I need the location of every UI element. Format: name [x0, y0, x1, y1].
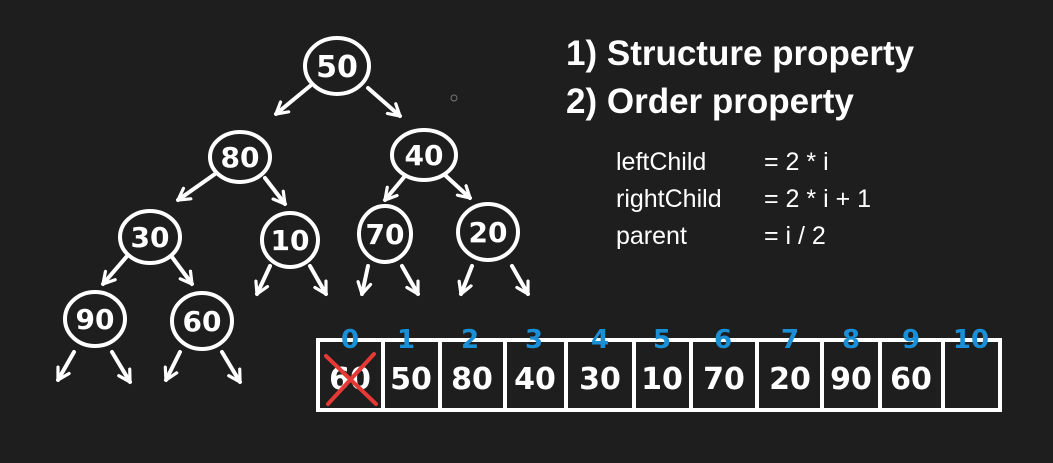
edge-40-20: [444, 174, 472, 200]
tree-nodes: 50 80 40 30 10 70 20 90: [63, 36, 520, 351]
formula-expression: = 2 * i + 1: [764, 185, 872, 213]
tree-node: 80: [208, 130, 272, 184]
array-value: 20: [769, 362, 811, 397]
tree-node: 30: [118, 209, 182, 265]
stray-dot: [450, 94, 458, 102]
formula-parent: parent = i / 2: [616, 218, 871, 255]
stub-10-right: [308, 264, 328, 296]
tree-node: 20: [456, 202, 520, 262]
stub-20-right: [510, 264, 530, 296]
node-label: 80: [221, 141, 260, 174]
array-index: 2: [461, 325, 479, 355]
edge-80-30: [176, 172, 217, 202]
formula-name: leftChild: [616, 148, 707, 176]
tree-node: 60: [170, 291, 234, 351]
edge-80-10: [263, 176, 287, 206]
edge-30-60: [170, 255, 194, 286]
node-label: 70: [366, 218, 405, 251]
node-label: 50: [316, 50, 358, 85]
property-order: 2) Order property: [566, 82, 854, 121]
array-index: 7: [781, 325, 799, 355]
stub-70-right: [400, 264, 420, 296]
properties-list: 1) Structure property 2) Order property: [566, 30, 914, 126]
array-index: 0: [341, 325, 359, 355]
array-index: 5: [653, 325, 671, 355]
array-outline: [316, 338, 1002, 412]
stub-60-left: [163, 350, 182, 382]
stub-90-right: [110, 350, 132, 384]
formula-name: rightChild: [616, 185, 722, 213]
stub-70-left: [356, 264, 373, 296]
edge-50-80: [274, 84, 312, 116]
node-label: 10: [271, 224, 310, 257]
tree-node: 70: [357, 204, 413, 264]
stub-10-left: [254, 264, 272, 296]
tree-edges: [56, 84, 530, 384]
array-value: 10: [641, 362, 683, 397]
array-index: 6: [714, 325, 732, 355]
edge-30-90: [101, 253, 130, 286]
array-index: 8: [842, 325, 860, 355]
array-value: 30: [579, 362, 621, 397]
array-value: 60: [890, 362, 932, 397]
formula-left-child: leftChild = 2 * i: [616, 144, 871, 181]
edge-40-70: [383, 174, 407, 202]
node-label: 20: [469, 216, 508, 249]
stub-60-right: [220, 350, 242, 384]
array-index: 10: [953, 325, 989, 355]
array-index: 4: [591, 325, 609, 355]
node-label: 90: [76, 303, 115, 336]
edge-50-40: [366, 86, 402, 118]
tree-node: 90: [63, 290, 127, 348]
formula-expression: = i / 2: [764, 222, 826, 250]
stub-20-left: [457, 264, 474, 296]
heap-array: 0 1 2 3 4 5 6 7 8 9 10 60 50 80 40 30 10…: [316, 325, 1002, 412]
stub-90-left: [56, 350, 76, 382]
tree-node: 40: [390, 128, 458, 182]
array-index: 3: [525, 325, 543, 355]
cross-out-mark: [324, 352, 378, 406]
formula-name: parent: [616, 222, 687, 250]
property-structure: 1) Structure property: [566, 34, 915, 73]
array-index: 1: [397, 325, 415, 355]
array-value: 50: [390, 362, 432, 397]
node-label: 60: [183, 305, 222, 338]
formula-expression: = 2 * i: [764, 148, 829, 176]
array-value: 70: [703, 362, 745, 397]
array-index: 9: [902, 325, 920, 355]
node-label: 40: [405, 139, 444, 172]
array-value: 90: [830, 362, 872, 397]
node-label: 30: [131, 221, 170, 254]
array-value: 80: [451, 362, 493, 397]
index-formulas: leftChild = 2 * i rightChild = 2 * i + 1…: [616, 144, 871, 255]
tree-node: 10: [260, 211, 320, 269]
array-value: 40: [514, 362, 556, 397]
tree-node: 50: [303, 36, 371, 96]
formula-right-child: rightChild = 2 * i + 1: [616, 181, 871, 218]
